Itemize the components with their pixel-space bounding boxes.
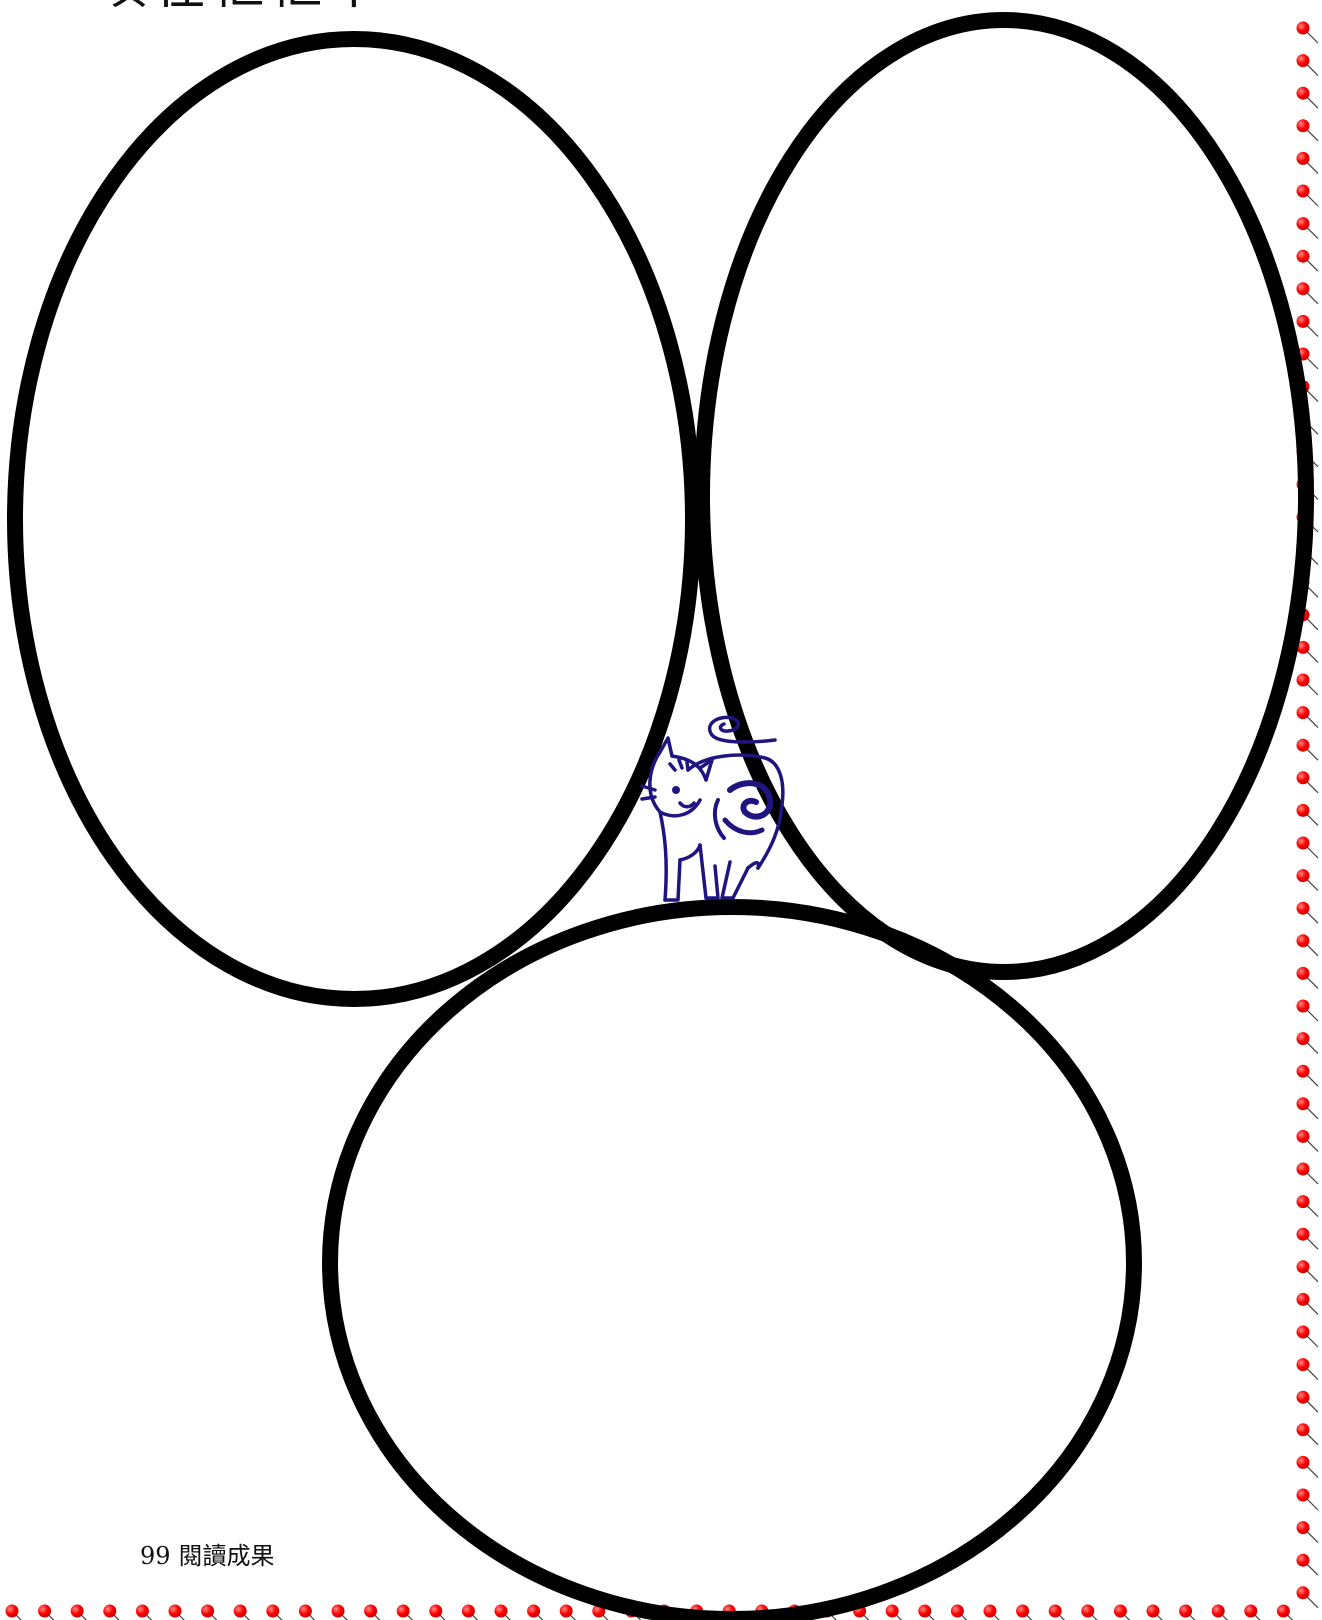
border-dot — [951, 1605, 973, 1620]
page-number: 99 — [140, 1542, 171, 1570]
border-dot — [1297, 902, 1319, 924]
border-dot — [918, 1605, 940, 1620]
border-dot — [1297, 152, 1319, 174]
cat-illustration — [642, 717, 783, 900]
border-dot — [397, 1605, 419, 1620]
border-dot — [332, 1605, 354, 1620]
border-dot — [1297, 185, 1319, 207]
border-dot — [266, 1605, 288, 1620]
border-dot — [6, 1605, 28, 1620]
border-dot — [1244, 1605, 1266, 1620]
page-footer: 99 閱讀成果 — [140, 1541, 275, 1571]
border-dot — [1297, 1521, 1319, 1543]
border-dot — [1297, 54, 1319, 76]
border-dot — [1114, 1605, 1136, 1620]
border-dot — [1297, 1326, 1319, 1348]
border-dot — [1147, 1605, 1169, 1620]
border-dot — [103, 1605, 125, 1620]
border-dot — [1297, 1163, 1319, 1185]
border-dot — [1297, 87, 1319, 109]
border-dot — [1297, 1228, 1319, 1250]
border-dot — [1297, 804, 1319, 826]
footer-caption: 閱讀成果 — [179, 1542, 275, 1570]
border-dot — [1297, 22, 1319, 44]
border-dot — [136, 1605, 158, 1620]
border-dot — [1297, 1456, 1319, 1478]
border-dot — [1297, 706, 1319, 728]
border-dot — [1297, 1065, 1319, 1087]
border-dot — [462, 1605, 484, 1620]
border-dot — [1297, 934, 1319, 956]
border-dot — [1297, 1032, 1319, 1054]
border-dot — [527, 1605, 549, 1620]
border-dot — [1297, 641, 1319, 663]
border-dot — [429, 1605, 451, 1620]
border-dot — [1297, 869, 1319, 891]
border-dot — [1297, 1260, 1319, 1282]
border-dot — [1297, 1423, 1319, 1445]
border-dot — [169, 1605, 191, 1620]
border-dot — [1297, 315, 1319, 337]
border-dot — [1297, 1554, 1319, 1576]
border-dot — [1297, 739, 1319, 761]
border-dot — [1297, 967, 1319, 989]
border-dot — [234, 1605, 256, 1620]
border-dot — [299, 1605, 321, 1620]
border-dot — [495, 1605, 517, 1620]
right-dotted-border — [1297, 22, 1319, 1608]
border-dot — [1277, 1605, 1299, 1620]
border-dot — [984, 1605, 1006, 1620]
border-dot — [1212, 1605, 1234, 1620]
border-dot — [1049, 1605, 1071, 1620]
border-dot — [1297, 1358, 1319, 1380]
border-dot — [1297, 1489, 1319, 1511]
border-dot — [364, 1605, 386, 1620]
border-dot — [1297, 282, 1319, 304]
border-dot — [38, 1605, 60, 1620]
border-dot — [1297, 1097, 1319, 1119]
border-dot — [71, 1605, 93, 1620]
border-dot — [1297, 771, 1319, 793]
border-dot — [1297, 1391, 1319, 1413]
border-dot — [1297, 1000, 1319, 1022]
border-dot — [1297, 1195, 1319, 1217]
border-dot — [1297, 674, 1319, 696]
border-dot — [1297, 837, 1319, 859]
border-dot — [560, 1605, 582, 1620]
answer-oval-right[interactable] — [702, 20, 1306, 972]
border-dot — [1297, 1586, 1319, 1608]
border-dot — [1179, 1605, 1201, 1620]
answer-oval-left[interactable] — [15, 39, 693, 999]
border-dot — [1297, 119, 1319, 141]
border-dot — [1297, 1293, 1319, 1315]
border-dot — [1297, 250, 1319, 272]
border-dot — [1297, 1130, 1319, 1152]
answer-oval-bottom[interactable] — [330, 907, 1134, 1619]
border-dot — [1081, 1605, 1103, 1620]
border-dot — [1297, 217, 1319, 239]
border-dot — [201, 1605, 223, 1620]
border-dot — [1016, 1605, 1038, 1620]
border-dot — [886, 1605, 908, 1620]
